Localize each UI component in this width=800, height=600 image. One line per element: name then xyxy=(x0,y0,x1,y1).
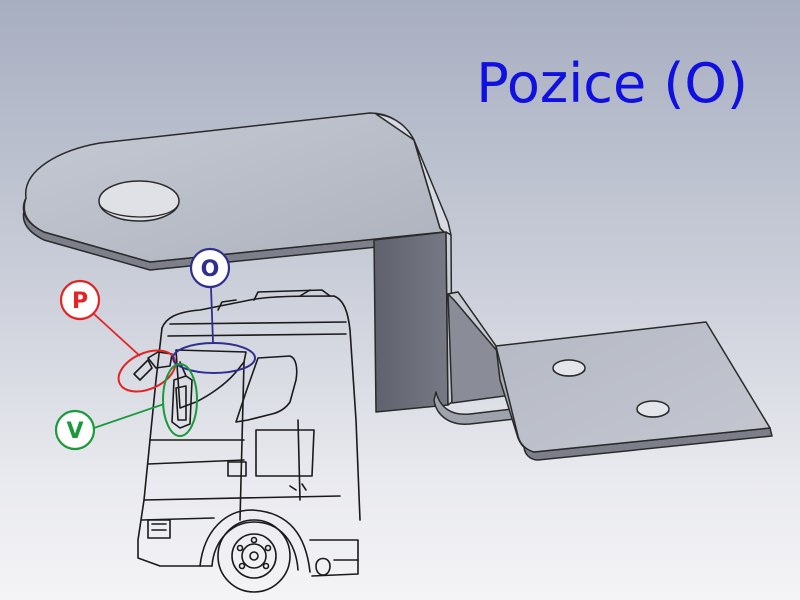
marker-v-highlight xyxy=(162,363,198,437)
marker-p-label: P xyxy=(72,289,88,314)
marker-o-label: O xyxy=(201,257,220,282)
bracket-large-hole xyxy=(98,180,180,222)
marker-v: V xyxy=(54,363,198,451)
z-bracket-drawing xyxy=(22,112,773,461)
marker-p-highlight xyxy=(117,349,177,393)
bracket-vertical-web xyxy=(373,231,449,413)
marker-v-label: V xyxy=(66,419,83,444)
marker-p-leader xyxy=(93,313,141,357)
marker-o-highlight xyxy=(172,342,256,374)
bracket-lower-plate xyxy=(495,321,771,453)
marker-o-circle xyxy=(189,247,231,289)
marker-v-leader xyxy=(93,403,165,429)
marker-v-circle xyxy=(54,409,96,451)
marker-p-circle xyxy=(59,279,101,321)
bracket-first-bend xyxy=(375,113,452,236)
marker-p: P xyxy=(59,279,177,393)
marker-o: O xyxy=(172,247,256,374)
marker-o-leader xyxy=(210,287,214,343)
truck-cab-drawing xyxy=(133,289,361,593)
page-title: Pozice (O) xyxy=(476,52,748,115)
